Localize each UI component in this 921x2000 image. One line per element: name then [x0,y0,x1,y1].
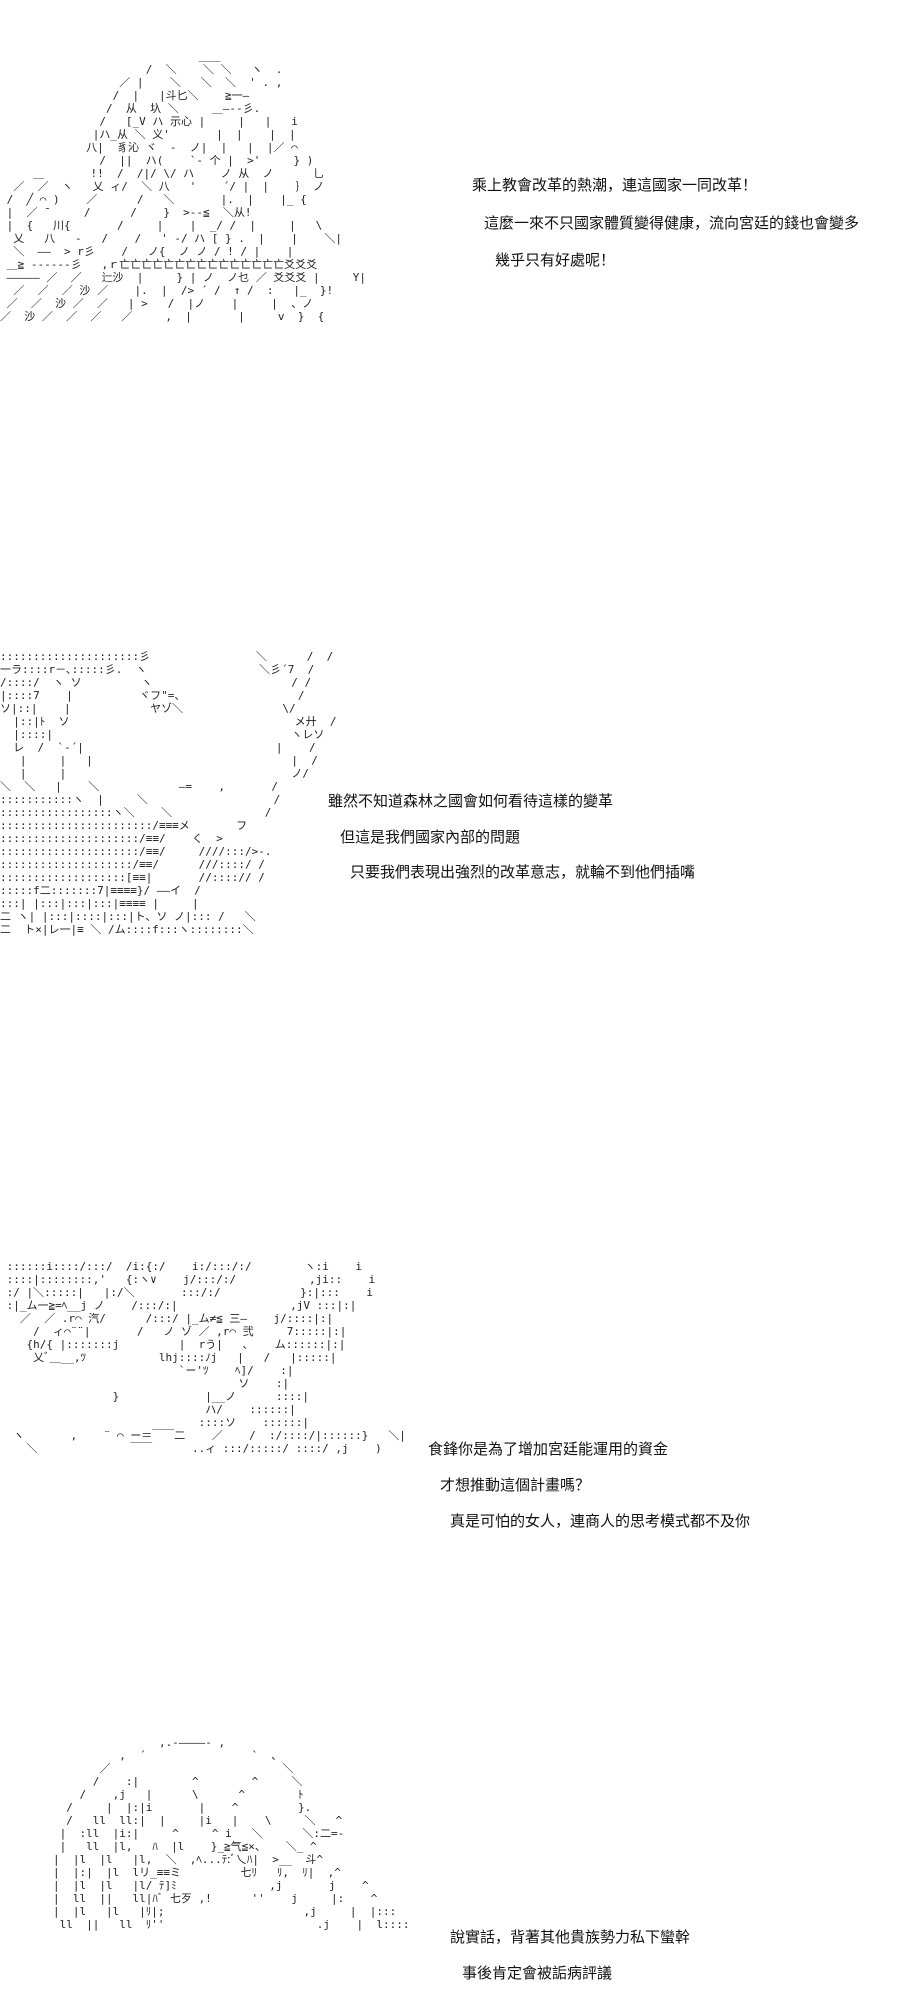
ascii-art-character: ,.‐――――‐ , , ´ ` ､ ／ ＼ / :| ^ ^ ＼ / ,j |… [52,1736,430,1931]
ascii-art-character: ::::::i::::/:::/ /i:{:/ i:/:::/:/ ヽ:i i … [6,1260,406,1455]
panel-3: ::::::i::::/:::/ /i:{:/ i:/:::/:/ ヽ:i i … [0,1240,921,1580]
panel-2: :::::::::::::::::::::彡 ＼ / / 一ラ::::r－､::… [0,620,921,1080]
panel-4: ,.‐――――‐ , , ´ ` ､ ／ ＼ / :| ^ ^ ＼ / ,j |… [0,1720,921,2000]
ascii-art-character: :::::::::::::::::::::彡 ＼ / / 一ラ::::r－､::… [0,650,337,936]
panel-1: ＿＿ / ＼ ＼ ＼ ヽ . ／ | ＼ ＼ ＼ ' . , / | |斗匕＼ … [0,0,921,480]
dialogue-line: 食鋒你是為了增加宮廷能運用的資金 [428,1440,669,1458]
dialogue-line: 但這是我們國家內部的問題 [340,828,521,846]
dialogue-line: 只要我們表現出強烈的改革意志，就輪不到他們插嘴 [350,863,696,881]
dialogue-line: 幾乎只有好處呢！ [495,251,616,269]
dialogue-line: 真是可怕的女人，連商人的思考模式都不及你 [450,1512,751,1530]
dialogue-line: 才想推動這個計畫嗎？ [440,1476,591,1494]
dialogue-line: 這麼一來不只國家體質變得健康，流向宮廷的錢也會變多 [484,214,860,232]
dialogue-line: 說實話，背著其他貴族勢力私下蠻幹 [450,1928,691,1946]
dialogue-line: 乘上教會改革的熱潮，連這國家一同改革！ [472,176,758,194]
ascii-art-character: ＿＿ / ＼ ＼ ＼ ヽ . ／ | ＼ ＼ ＼ ' . , / | |斗匕＼ … [0,50,367,323]
dialogue-line: 事後肯定會被詬病評議 [462,1964,613,1982]
dialogue-line: 雖然不知道森林之國會如何看待這樣的變革 [328,792,614,810]
